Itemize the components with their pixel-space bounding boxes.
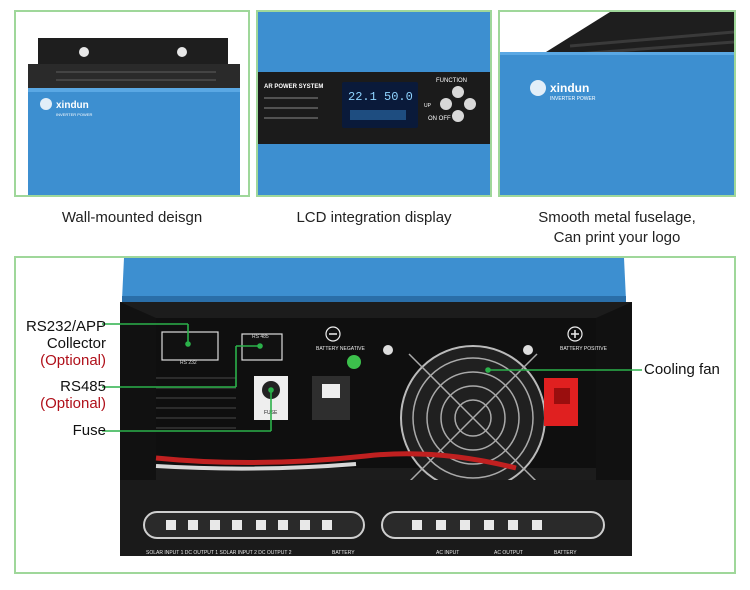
callout-rs485-text: RS485: [60, 378, 106, 395]
wall-mount-panel: xindun INVERTER POWER: [14, 10, 250, 197]
function-label: FUNCTION: [436, 78, 467, 84]
on-off-label: ON OFF: [428, 116, 451, 122]
callout-rs485-optional: (Optional): [40, 395, 106, 412]
minus-icon: [325, 326, 341, 342]
fuselage-photo: xindun INVERTER POWER: [500, 12, 734, 195]
caption-fuselage: Smooth metal fuselage, Can print your lo…: [498, 208, 736, 248]
battery-pos-terminal-label: BATTERY: [554, 550, 577, 556]
logo-subtext-large: INVERTER POWER: [550, 96, 596, 102]
lcd-photo: AR POWER SYSTEM 22.1 50.0 FUNCTION ON OF…: [258, 12, 490, 195]
caption-fuselage-line1: Smooth metal fuselage,: [538, 209, 696, 226]
plus-icon: [567, 326, 583, 342]
logo-subtext: INVERTER POWER: [56, 112, 92, 117]
down-button[interactable]: [464, 98, 476, 110]
caption-lcd: LCD integration display: [296, 209, 452, 226]
callout-rs232-line2: Collector: [46, 335, 106, 352]
up-label: UP: [424, 103, 432, 109]
ac-output-label: AC OUTPUT: [494, 550, 523, 556]
ac-input-label: AC INPUT: [436, 550, 459, 556]
rs485-port-label: RS 485: [252, 334, 269, 340]
wall-mount-photo: xindun INVERTER POWER: [16, 12, 248, 195]
lcd-right-value: 50.0: [384, 90, 413, 104]
battery-negative-label: BATTERY NEGATIVE: [316, 346, 365, 352]
terminal-panel: RS 232 RS 485 FUSE BATTERY NEGATIVE: [14, 256, 736, 574]
rs232-port-label: RS 232: [180, 360, 197, 366]
lcd-screen: [342, 82, 418, 128]
callout-rs232-optional: (Optional): [40, 352, 106, 369]
terminal-photo: RS 232 RS 485 FUSE BATTERY NEGATIVE: [16, 258, 734, 572]
callout-rs485: RS485 (Optional): [20, 378, 106, 412]
rs232-port[interactable]: [161, 331, 219, 361]
up-button[interactable]: [440, 98, 452, 110]
callout-cooling-fan: Cooling fan: [644, 361, 720, 378]
callout-fuse: Fuse: [72, 422, 106, 439]
display-title: AR POWER SYSTEM: [264, 84, 323, 90]
lcd-left-value: 22.1: [348, 90, 377, 104]
battery-neg-terminal-label: BATTERY: [332, 550, 355, 556]
left-terminal-block: [143, 511, 365, 539]
battery-positive-label: BATTERY POSITIVE: [560, 346, 608, 352]
callout-lines: [102, 323, 642, 432]
lcd-panel: AR POWER SYSTEM 22.1 50.0 FUNCTION ON OF…: [256, 10, 492, 197]
logo-text: xindun: [56, 100, 89, 111]
left-vent: [156, 377, 236, 429]
callout-rs232-line1: RS232/APP: [25, 318, 106, 335]
caption-wall-mount: Wall-mounted deisgn: [61, 209, 203, 226]
left-terminal-labels: SOLAR INPUT 1 DC OUTPUT 1 SOLAR INPUT 2 …: [146, 550, 292, 556]
callout-rs232: RS232/APP Collector (Optional): [20, 318, 106, 369]
function-button[interactable]: [452, 86, 464, 98]
power-button[interactable]: [452, 110, 464, 122]
caption-fuselage-line2: Can print your logo: [553, 229, 681, 246]
fuselage-panel: xindun INVERTER POWER: [498, 10, 736, 197]
logo-text-large: xindun: [550, 81, 589, 95]
